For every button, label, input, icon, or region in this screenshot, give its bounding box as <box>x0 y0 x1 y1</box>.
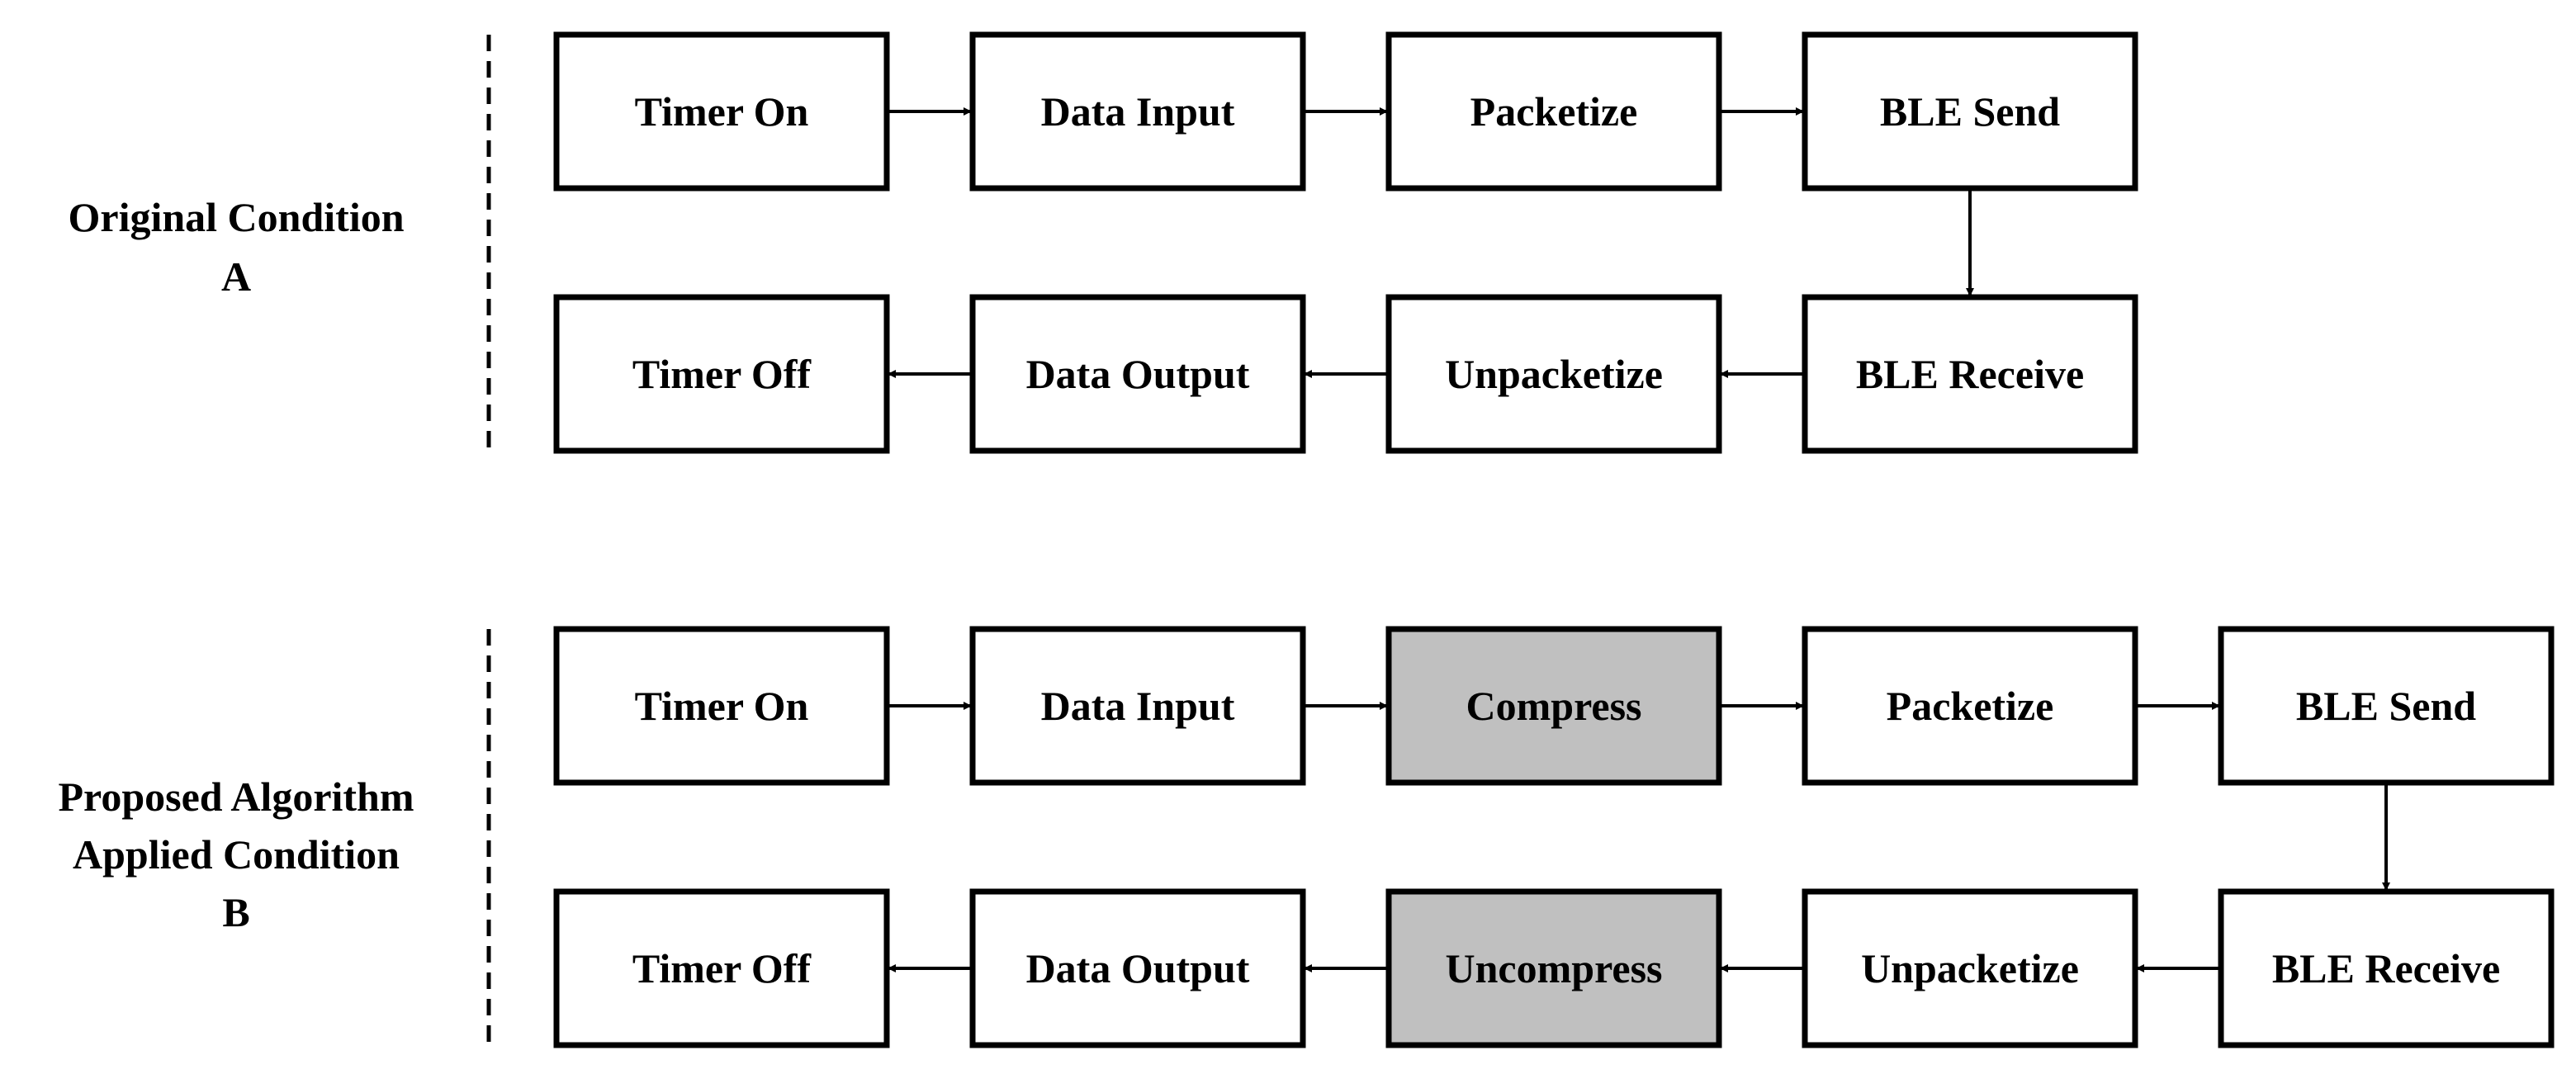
step-data-output: Data Output <box>969 888 1306 1048</box>
step-unpacketize-box <box>1385 294 1722 454</box>
step-ble-send: BLE Send <box>2218 626 2555 786</box>
step-unpacketize-box <box>1802 888 2138 1048</box>
step-packetize-label: Packetize <box>1470 88 1638 135</box>
section-label-line: B <box>222 889 249 935</box>
step-data-input-box <box>969 626 1306 786</box>
step-data-output: Data Output <box>969 294 1306 454</box>
step-data-input: Data Input <box>969 626 1306 786</box>
step-packetize-label: Packetize <box>1887 683 2054 729</box>
step-ble-send-box <box>2218 626 2555 786</box>
step-packetize-box <box>1385 31 1722 192</box>
section-label-line: Original Condition <box>68 194 404 240</box>
step-timer-on-label: Timer On <box>635 683 809 729</box>
step-data-input-box <box>969 31 1306 192</box>
step-data-input: Data Input <box>969 31 1306 192</box>
step-data-output-label: Data Output <box>1026 945 1250 991</box>
step-data-input-label: Data Input <box>1041 683 1235 729</box>
step-data-output-box <box>969 888 1306 1048</box>
step-uncompress: Uncompress <box>1385 888 1722 1048</box>
step-timer-on: Timer On <box>553 626 890 786</box>
step-timer-off-label: Timer Off <box>632 351 812 397</box>
step-packetize: Packetize <box>1385 31 1722 192</box>
step-ble-receive: BLE Receive <box>1802 294 2138 454</box>
step-ble-send-label: BLE Send <box>1880 88 2060 135</box>
step-ble-receive-label: BLE Receive <box>2272 945 2500 991</box>
step-ble-receive-box <box>2218 888 2555 1048</box>
step-ble-receive-box <box>1802 294 2138 454</box>
step-ble-receive-label: BLE Receive <box>1856 351 2084 397</box>
step-packetize: Packetize <box>1802 626 2138 786</box>
step-unpacketize-label: Unpacketize <box>1861 945 2079 991</box>
step-uncompress-label: Uncompress <box>1446 945 1663 991</box>
step-timer-on-label: Timer On <box>635 88 809 135</box>
step-data-output-box <box>969 294 1306 454</box>
step-ble-send: BLE Send <box>1802 31 2138 192</box>
step-uncompress-box <box>1385 888 1722 1048</box>
step-unpacketize: Unpacketize <box>1385 294 1722 454</box>
section-label-line: A <box>221 253 251 300</box>
step-unpacketize: Unpacketize <box>1802 888 2138 1048</box>
step-ble-send-box <box>1802 31 2138 192</box>
step-timer-on-box <box>553 31 890 192</box>
step-ble-receive: BLE Receive <box>2218 888 2555 1048</box>
step-ble-send-label: BLE Send <box>2296 683 2476 729</box>
step-compress-box <box>1385 626 1722 786</box>
step-packetize-box <box>1802 626 2138 786</box>
step-timer-off-label: Timer Off <box>632 945 812 991</box>
step-data-output-label: Data Output <box>1026 351 1250 397</box>
step-timer-off-box <box>553 888 890 1048</box>
section-label-line: Applied Condition <box>73 831 400 878</box>
step-timer-off: Timer Off <box>553 888 890 1048</box>
step-timer-on-box <box>553 626 890 786</box>
step-timer-off-box <box>553 294 890 454</box>
step-timer-on: Timer On <box>553 31 890 192</box>
step-compress: Compress <box>1385 626 1722 786</box>
section-label-line: Proposed Algorithm <box>58 774 414 820</box>
step-timer-off: Timer Off <box>553 294 890 454</box>
step-data-input-label: Data Input <box>1041 88 1235 135</box>
step-unpacketize-label: Unpacketize <box>1445 351 1663 397</box>
step-compress-label: Compress <box>1466 683 1642 729</box>
